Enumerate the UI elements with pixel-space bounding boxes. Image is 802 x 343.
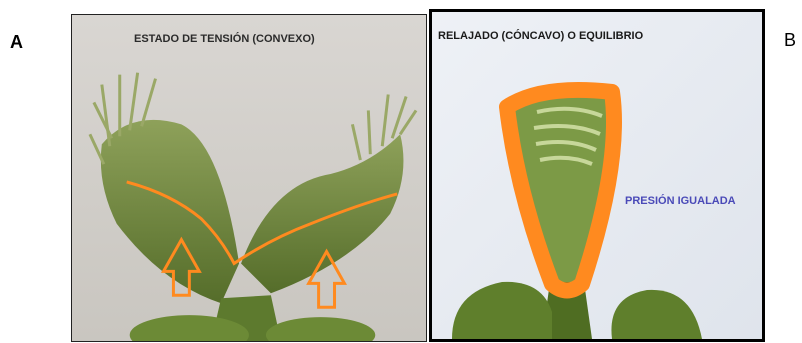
panel-letter-a: A <box>10 32 23 53</box>
panel-b-caption: RELAJADO (CÓNCAVO) O EQUILIBRIO <box>438 30 643 42</box>
pressure-equalized-label: PRESIÓN IGUALADA <box>625 195 736 207</box>
photo-panel-a-open-trap: ESTADO DE TENSIÓN (CONVEXO) <box>71 14 427 342</box>
venus-flytrap-open-image <box>72 15 426 341</box>
photo-panel-b-closed-trap: RELAJADO (CÓNCAVO) O EQUILIBRIO PRESIÓN … <box>429 9 765 342</box>
venus-flytrap-closed-image <box>432 12 762 339</box>
panel-a-caption: ESTADO DE TENSIÓN (CONVEXO) <box>134 33 315 45</box>
panel-letter-b: B <box>784 30 796 51</box>
